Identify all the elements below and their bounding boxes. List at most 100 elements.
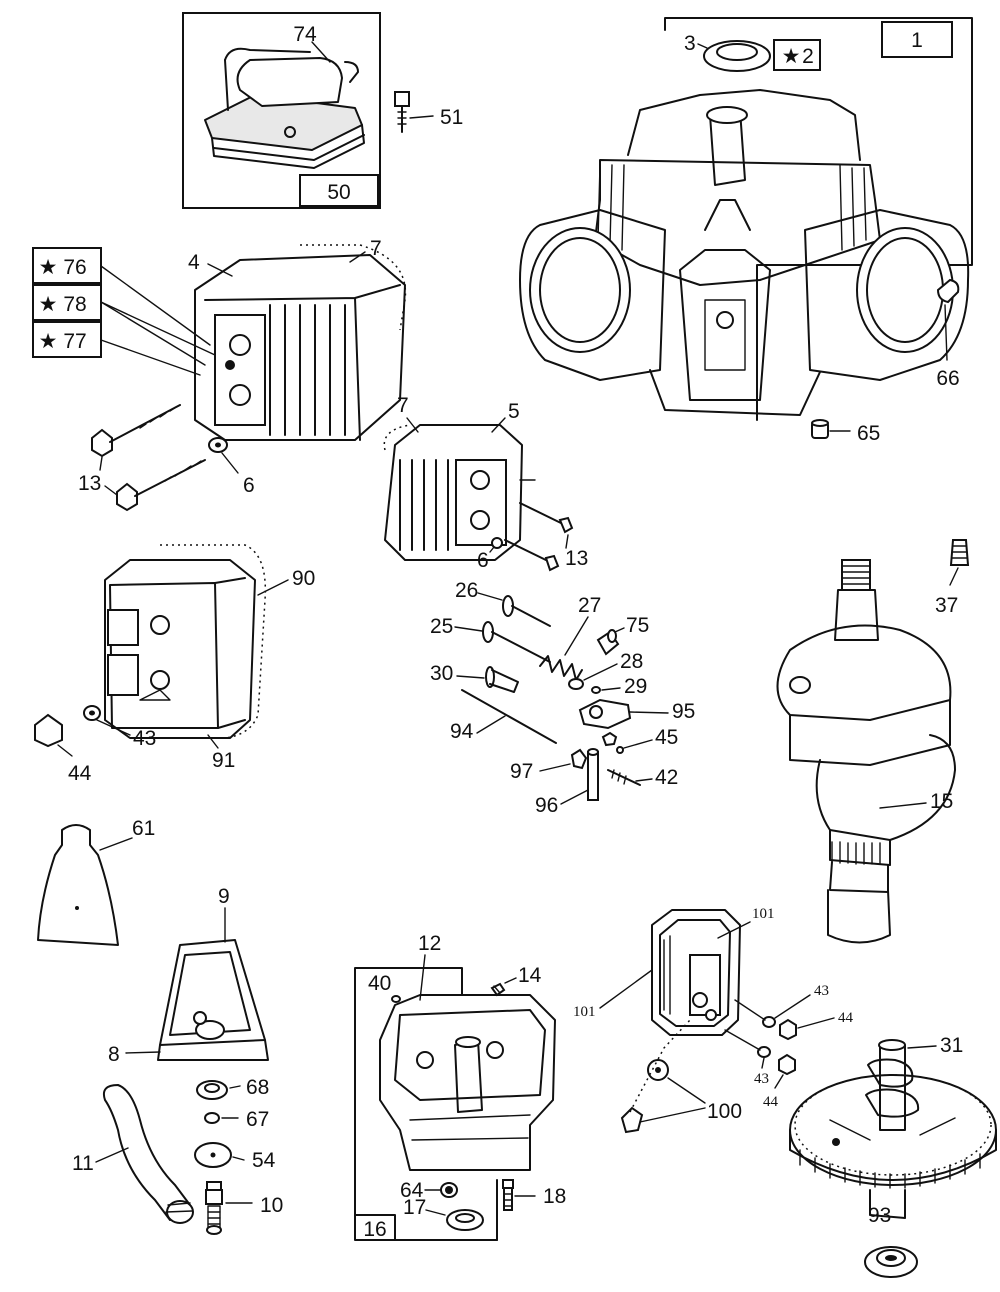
screw-42-icon (607, 769, 641, 786)
callout-51: 51 (440, 106, 463, 129)
callout-3: 3 (684, 32, 696, 55)
callout-78: 78 (63, 293, 86, 316)
nut-44c-icon (778, 1053, 796, 1076)
callout-96: 96 (535, 794, 558, 817)
valve-cover-91 (104, 544, 267, 739)
callout-91: 91 (212, 749, 235, 772)
nut-44-icon (34, 713, 63, 748)
callout-27: 27 (578, 594, 601, 617)
dowel-40-icon (391, 995, 401, 1003)
retainer-28-icon (568, 678, 584, 690)
cylinder-head-4 (194, 244, 407, 441)
star-76: ★ (39, 256, 58, 279)
callout-1: 1 (911, 29, 923, 52)
callout-14: 14 (518, 964, 542, 987)
callout-11: 11 (72, 1152, 94, 1175)
callout-13b: 13 (565, 547, 588, 570)
part-box-1 (664, 17, 973, 421)
cap-75-icon (596, 629, 620, 656)
crankcase-block (519, 89, 970, 416)
callout-65: 65 (857, 422, 880, 445)
callout-66: 66 (936, 367, 959, 390)
seal-17-icon (446, 1209, 484, 1231)
bolt-18-icon (502, 1179, 514, 1211)
callout-101a: 101 (752, 906, 775, 922)
washer-54-icon (194, 1142, 232, 1168)
callout-77: 77 (63, 330, 86, 353)
rocker-95-icon (578, 698, 632, 730)
callout-64: 64 (400, 1179, 424, 1202)
seal-68-icon (196, 1080, 228, 1100)
camshaft-gear-31 (789, 1039, 997, 1219)
callout-7a: 7 (370, 237, 382, 260)
base-plate-8 (157, 939, 269, 1061)
callout-43b: 43 (814, 983, 829, 999)
callout-29: 29 (624, 675, 647, 698)
callout-43a: 43 (133, 727, 156, 750)
screw-37-icon (949, 539, 970, 566)
pin-66-icon (936, 278, 960, 304)
washer-43c-icon (757, 1046, 771, 1058)
callout-37: 37 (935, 594, 958, 617)
callout-101b: 101 (573, 1004, 596, 1020)
spring-27-icon (539, 655, 583, 681)
callout-28: 28 (620, 650, 643, 673)
star-77: ★ (39, 330, 58, 353)
callout-26: 26 (455, 579, 478, 602)
callout-10: 10 (260, 1194, 283, 1217)
callout-44a: 44 (68, 762, 92, 785)
callout-7b: 7 (397, 394, 409, 417)
callout-61: 61 (132, 817, 155, 840)
callout-30: 30 (430, 662, 453, 685)
part-box-50 (182, 12, 381, 209)
callout-68: 68 (246, 1076, 269, 1099)
valve-25-icon (482, 621, 551, 663)
callout-75: 75 (626, 614, 649, 637)
pin-14-icon (490, 982, 506, 997)
callout-95: 95 (672, 700, 695, 723)
star-78: ★ (39, 293, 58, 316)
oring-67-icon (204, 1112, 220, 1124)
callout-74: 74 (293, 23, 317, 46)
valve-26-icon (502, 595, 551, 627)
head-bolt-13-right-b-icon (504, 539, 560, 572)
callout-100: 100 (707, 1100, 742, 1123)
callout-43c: 43 (754, 1071, 769, 1087)
star-symbol: ★ (782, 45, 801, 68)
nut-45-icon (601, 731, 624, 754)
breather-100-icon (620, 1019, 691, 1134)
shroud-61 (37, 824, 119, 946)
pivot-97-icon (570, 748, 588, 770)
callout-54: 54 (252, 1149, 276, 1172)
callout-50: 50 (327, 181, 350, 204)
callout-18: 18 (543, 1185, 566, 1208)
callout-5: 5 (508, 400, 520, 423)
washer-43-icon (83, 705, 101, 721)
nut-44b-icon (779, 1018, 797, 1041)
callout-97: 97 (510, 760, 533, 783)
pushrod-94-icon (461, 689, 557, 744)
callout-6b: 6 (477, 549, 489, 572)
crankshaft-15 (776, 559, 956, 944)
plug-64-icon (440, 1182, 458, 1198)
seal-3-icon (703, 40, 771, 72)
washer-43b-icon (762, 1016, 776, 1028)
bolt-51-icon (394, 91, 410, 133)
cylinder-head-5 (383, 424, 536, 561)
head-bolt-13-upper-icon (91, 404, 181, 458)
keeper-29-icon (591, 686, 601, 694)
washer-6-upper-icon (208, 437, 228, 453)
callout-44c: 44 (763, 1094, 779, 1110)
hose-11-icon (102, 1084, 194, 1224)
callout-6a: 6 (243, 474, 255, 497)
sump-12 (379, 994, 556, 1171)
star-box-group (32, 247, 102, 358)
drain-plug-10-icon (205, 1181, 223, 1235)
callout-15: 15 (930, 790, 953, 813)
callout-90: 90 (292, 567, 315, 590)
callout-67: 67 (246, 1108, 269, 1131)
callout-44b: 44 (838, 1010, 854, 1026)
head-bolt-13-right-a-icon (519, 502, 574, 534)
head-bolt-13-lower-icon (116, 459, 206, 512)
